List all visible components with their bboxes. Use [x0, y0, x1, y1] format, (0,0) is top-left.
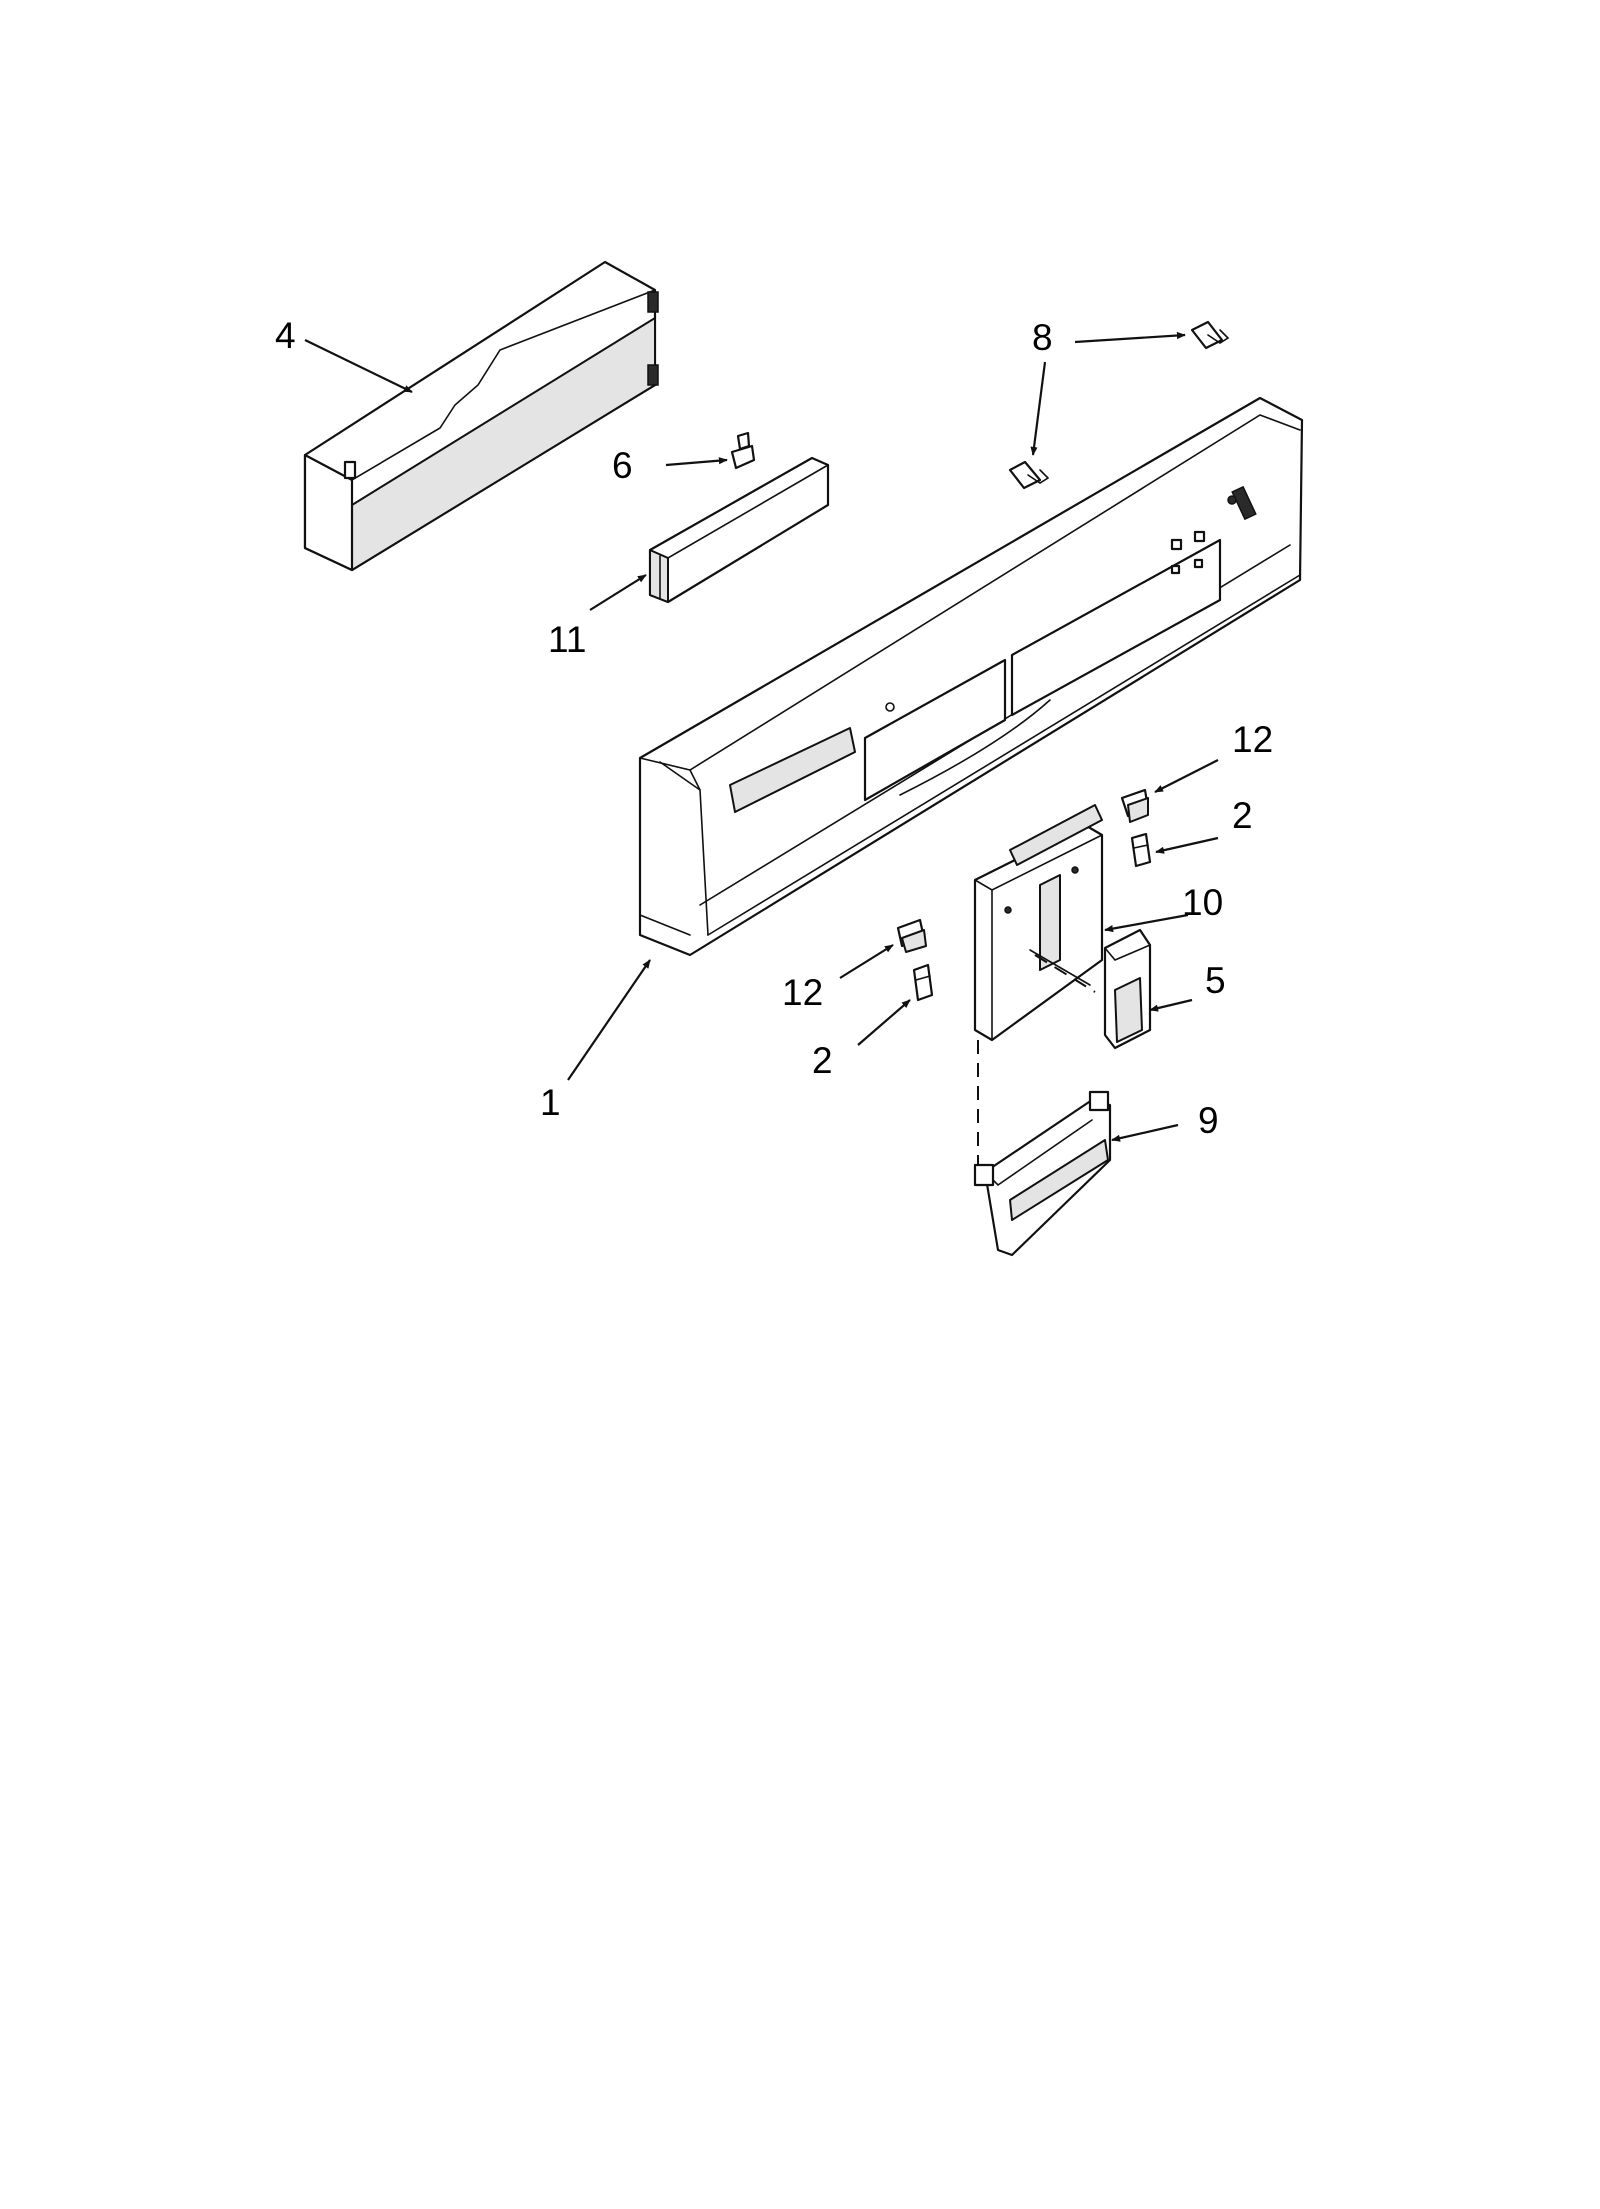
part-4-channel: [303, 260, 659, 572]
leader-11: [589, 574, 647, 611]
callout-8: 8: [1032, 317, 1053, 358]
part-10-bracket: [973, 804, 1104, 1042]
callout-5: 5: [1205, 960, 1226, 1001]
leader-4: [304, 339, 413, 393]
leader-12-right: [1154, 759, 1219, 793]
callout-4: 4: [275, 315, 296, 356]
part-12-clip-left: [896, 918, 927, 953]
part-2-screw-left: [912, 963, 934, 1002]
callout-12-left: 12: [782, 972, 823, 1013]
part-8-screw-top: [1190, 320, 1230, 350]
leader-9: [1111, 1123, 1179, 1142]
leader-2-left: [857, 999, 911, 1046]
alignment-dashed-line-short: [1034, 954, 1096, 993]
callout-2-left: 2: [812, 1040, 833, 1081]
part-11-module-box: [648, 456, 830, 604]
part-9-lower-bracket: [973, 1090, 1112, 1257]
leader-6: [665, 457, 728, 467]
part-1-console-panel: [638, 396, 1304, 957]
callout-6: 6: [612, 445, 633, 486]
part-8-screw-left: [1008, 460, 1050, 490]
callout-1: 1: [540, 1082, 561, 1123]
leader-5: [1149, 998, 1193, 1012]
leader-12-left: [839, 944, 894, 979]
leader-1: [567, 959, 651, 1081]
callout-2-right: 2: [1232, 795, 1253, 836]
part-5-latch: [1103, 928, 1152, 1050]
callout-11: 11: [548, 619, 586, 660]
callout-9: 9: [1198, 1100, 1219, 1141]
callout-10: 10: [1182, 882, 1223, 923]
leader-8-left: [1030, 361, 1047, 456]
leader-8-top: [1074, 331, 1186, 344]
leader-10: [1104, 913, 1189, 933]
callout-12-right: 12: [1232, 719, 1273, 760]
part-2-screw-right: [1130, 832, 1152, 868]
part-6-clip: [730, 431, 756, 470]
part-12-clip-right: [1120, 788, 1150, 823]
leader-2-right: [1155, 836, 1219, 854]
